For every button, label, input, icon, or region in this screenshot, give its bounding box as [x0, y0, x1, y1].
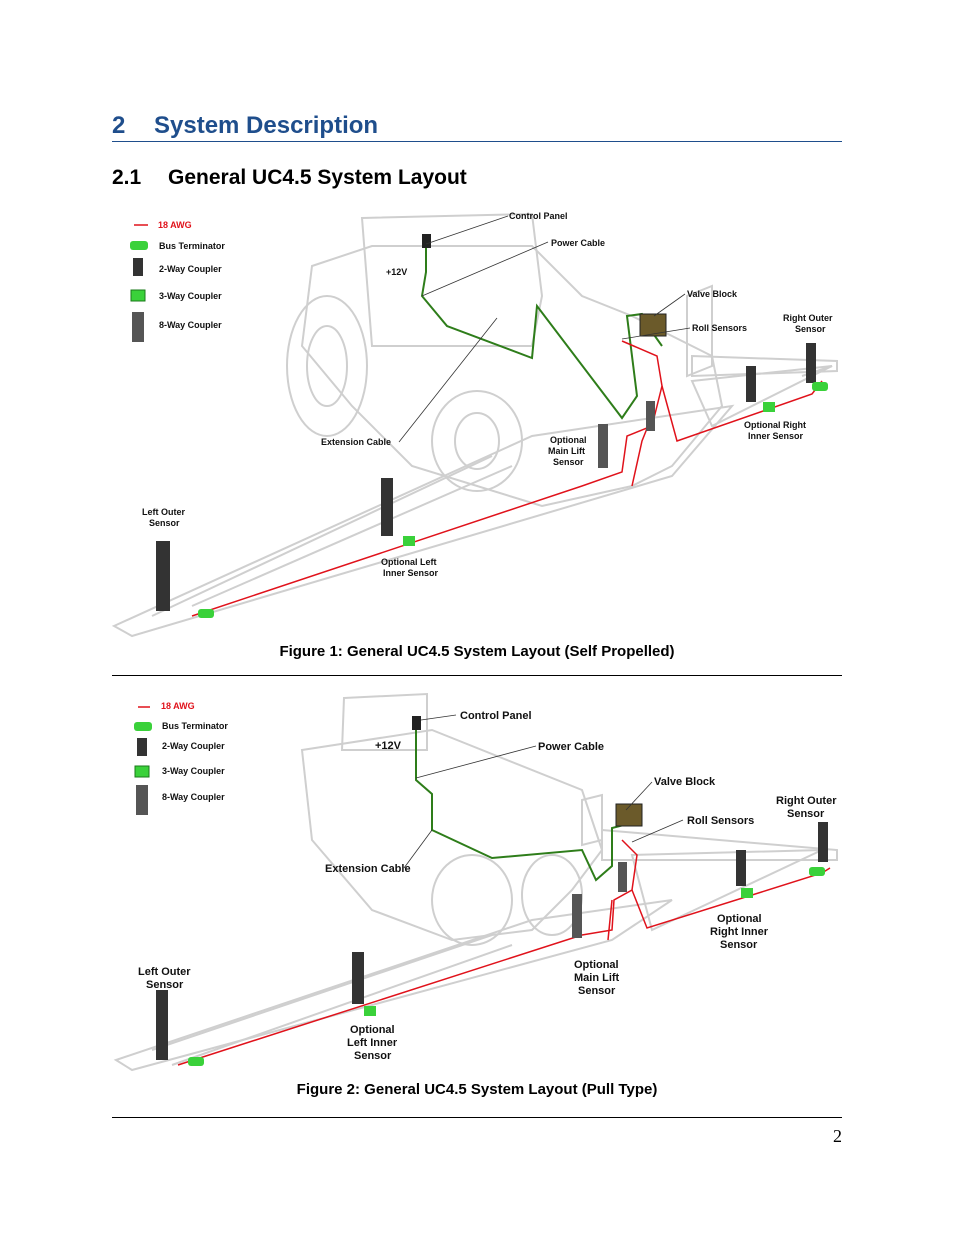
- control-panel-label: Control Panel: [509, 211, 568, 221]
- valve-block-label: Valve Block: [687, 289, 738, 299]
- right-inner-coupler-icon: [741, 888, 753, 898]
- left-inner-sensor-icon: [381, 478, 393, 536]
- section-title: System Description: [154, 112, 379, 139]
- opt-left-inner-label-1: Optional: [350, 1024, 395, 1036]
- main-lift-label-3: Sensor: [578, 985, 616, 997]
- figure-1-caption: Figure 1: General UC4.5 System Layout (S…: [279, 643, 675, 660]
- opt-left-inner-label-2: Inner Sensor: [383, 568, 439, 578]
- legend-terminator: Bus Terminator: [162, 721, 228, 731]
- section-heading: 2 System Description: [112, 110, 842, 142]
- plus12v-label: +12V: [375, 740, 402, 752]
- leader-lines: [398, 215, 691, 443]
- valve-block-label: Valve Block: [654, 776, 716, 788]
- control-panel-icon: [422, 234, 431, 248]
- eight-way-coupler-main-icon: [646, 401, 655, 431]
- terminator-right-icon: [812, 382, 828, 391]
- right-outer-label-2: Sensor: [795, 324, 826, 334]
- can-bus-cable: [420, 244, 663, 420]
- legend-coupler8: 8-Way Coupler: [159, 320, 222, 330]
- plus12v-label: +12V: [386, 267, 407, 277]
- legend-coupler3: 3-Way Coupler: [162, 766, 225, 776]
- figure-1-svg: 18 AWG Bus Terminator 2-Way Coupler 3-Wa…: [112, 211, 838, 638]
- opt-right-inner-label-1: Optional: [717, 913, 762, 925]
- left-outer-sensor-icon: [156, 990, 168, 1060]
- figure-2-diagram: 18 AWG Bus Terminator 2-Way Coupler 3-Wa…: [112, 690, 842, 1082]
- eight-way-coupler-main-icon: [618, 862, 627, 892]
- main-lift-sensor-icon: [572, 894, 582, 938]
- opt-left-inner-label-2: Left Inner: [347, 1037, 398, 1049]
- right-inner-sensor-icon: [736, 850, 746, 886]
- control-panel-label: Control Panel: [460, 710, 532, 722]
- left-outer-label-1: Left Outer: [142, 507, 185, 517]
- three-way-coupler-icon: [130, 289, 146, 302]
- opt-left-inner-label-3: Sensor: [354, 1050, 392, 1062]
- legend-coupler3: 3-Way Coupler: [159, 291, 222, 301]
- left-outer-label-2: Sensor: [146, 979, 184, 991]
- section-number: 2: [112, 112, 126, 139]
- main-lift-sensor-icon: [598, 424, 608, 468]
- legend-18awg: 18 AWG: [161, 701, 195, 711]
- page-number: 2: [833, 1126, 842, 1146]
- eight-way-coupler-icon: [136, 785, 148, 815]
- figure-2-legend: 18 AWG Bus Terminator 2-Way Coupler 3-Wa…: [134, 701, 228, 815]
- main-lift-label-1: Optional: [550, 435, 587, 445]
- legend-coupler2: 2-Way Coupler: [159, 264, 222, 274]
- right-outer-label-1: Right Outer: [783, 313, 833, 323]
- terminator-left-icon: [188, 1057, 204, 1066]
- legend-coupler8: 8-Way Coupler: [162, 792, 225, 802]
- right-outer-sensor-icon: [818, 822, 828, 862]
- terminator-right-icon: [809, 867, 825, 876]
- main-lift-label-3: Sensor: [553, 457, 584, 467]
- roll-sensors-label: Roll Sensors: [692, 323, 747, 333]
- right-inner-sensor-icon: [746, 366, 756, 402]
- opt-right-inner-label-2: Inner Sensor: [748, 431, 804, 441]
- main-lift-label-1: Optional: [574, 959, 619, 971]
- bus-terminator-icon: [134, 722, 152, 731]
- right-outer-label-1: Right Outer: [776, 795, 837, 807]
- legend-18awg: 18 AWG: [158, 220, 192, 230]
- figure-2-caption: Figure 2: General UC4.5 System Layout (P…: [296, 1081, 658, 1098]
- right-outer-label-2: Sensor: [787, 808, 825, 820]
- extension-cable-label: Extension Cable: [325, 863, 411, 875]
- extension-cable-label: Extension Cable: [321, 437, 391, 447]
- eight-way-coupler-icon: [132, 312, 144, 342]
- figure-1-legend: 18 AWG Bus Terminator 2-Way Coupler 3-Wa…: [130, 220, 225, 342]
- opt-left-inner-label-1: Optional Left: [381, 557, 437, 567]
- two-way-coupler-icon: [133, 258, 143, 276]
- leader-lines: [403, 714, 684, 869]
- sprayer-outline: [112, 212, 838, 638]
- opt-right-inner-label-1: Optional Right: [744, 420, 806, 430]
- valve-block-icon: [639, 313, 667, 337]
- three-way-coupler-icon: [134, 765, 150, 778]
- main-lift-label-2: Main Lift: [548, 446, 585, 456]
- main-lift-label-2: Main Lift: [574, 972, 620, 984]
- left-outer-sensor-icon: [156, 541, 170, 611]
- control-panel-icon: [412, 716, 421, 730]
- roll-sensors-label: Roll Sensors: [687, 815, 754, 827]
- right-outer-sensor-icon: [806, 343, 816, 383]
- can-bus-cable: [415, 726, 625, 882]
- left-inner-coupler-icon: [403, 536, 415, 546]
- legend-coupler2: 2-Way Coupler: [162, 741, 225, 751]
- bus-terminator-icon: [130, 241, 148, 250]
- opt-right-inner-label-2: Right Inner: [710, 926, 769, 938]
- right-inner-coupler-icon: [763, 402, 775, 412]
- terminator-left-icon: [198, 609, 214, 618]
- left-outer-label-2: Sensor: [149, 518, 180, 528]
- subsection-title: General UC4.5 System Layout: [168, 166, 467, 189]
- left-inner-coupler-icon: [364, 1006, 376, 1016]
- figure-1-diagram: 18 AWG Bus Terminator 2-Way Coupler 3-Wa…: [112, 206, 842, 644]
- legend-terminator: Bus Terminator: [159, 241, 225, 251]
- separator-line: [112, 675, 842, 676]
- opt-right-inner-label-3: Sensor: [720, 939, 758, 951]
- power-cable-label: Power Cable: [551, 238, 605, 248]
- power-cable-label: Power Cable: [538, 741, 604, 753]
- footer-separator-line: [112, 1117, 842, 1118]
- valve-block-icon: [615, 803, 643, 827]
- figure-2-svg: 18 AWG Bus Terminator 2-Way Coupler 3-Wa…: [113, 692, 838, 1072]
- subsection-number: 2.1: [112, 166, 142, 189]
- left-inner-sensor-icon: [352, 952, 364, 1004]
- left-outer-label-1: Left Outer: [138, 966, 191, 978]
- two-way-coupler-icon: [137, 738, 147, 756]
